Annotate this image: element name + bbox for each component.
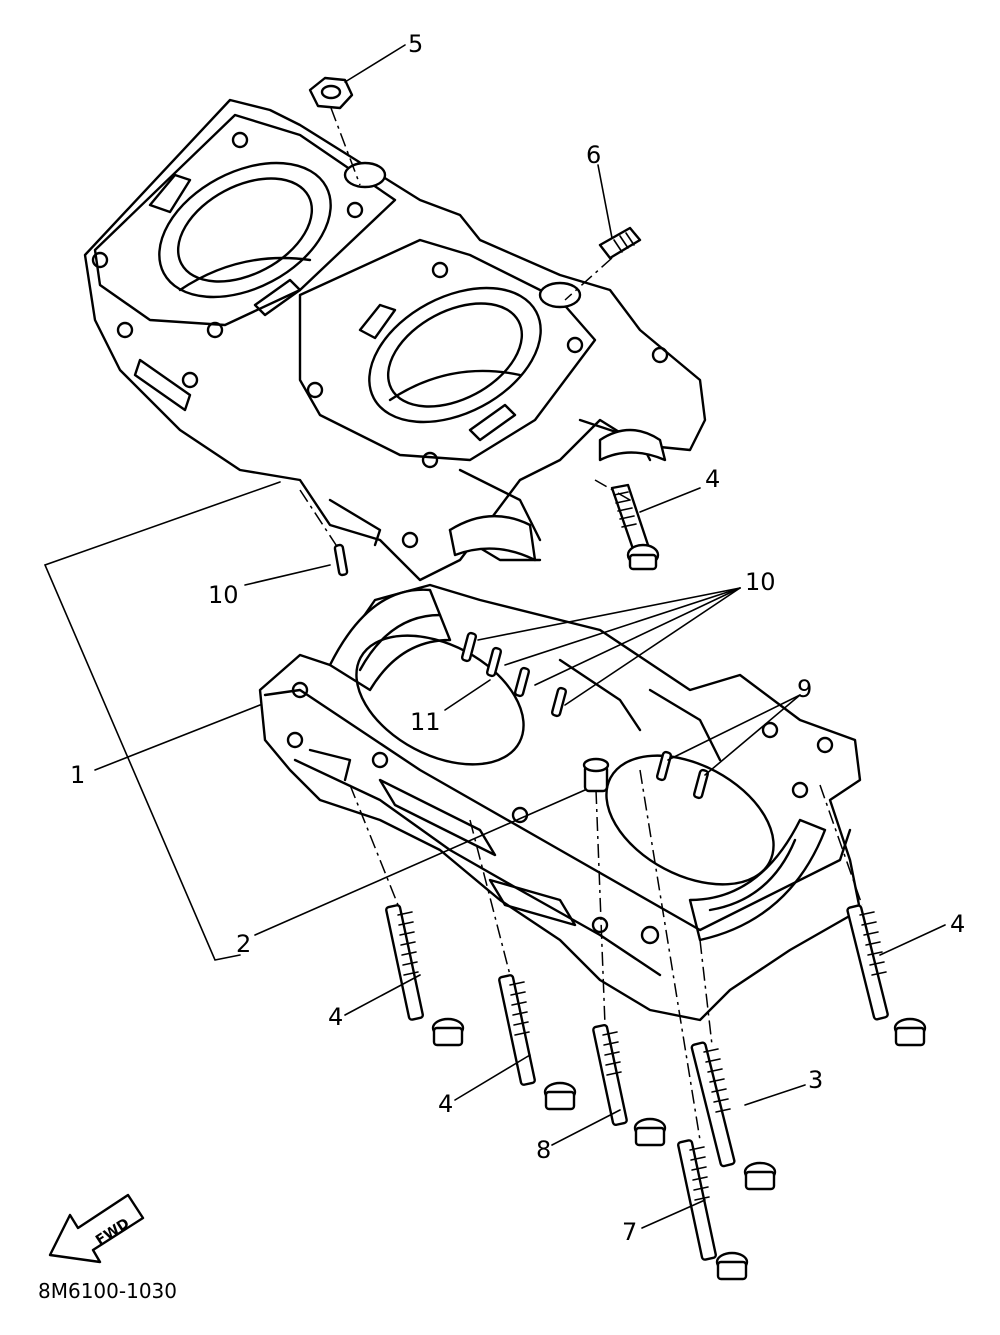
fwd-arrow: FWD: [48, 1193, 145, 1264]
callout-3: 3: [808, 1066, 823, 1094]
callout-4-bottom: 7: [622, 1218, 637, 1246]
callout-2: 2: [236, 930, 251, 958]
callout-4-middle: 4: [438, 1090, 453, 1118]
dowel-pins: [333, 543, 710, 800]
callout-4-right: 4: [950, 910, 965, 938]
bolt-part-4a: [385, 904, 465, 1047]
leader-lines: [43, 44, 946, 1229]
callout-10-left: 10: [208, 581, 239, 609]
bolt-part-4b: [498, 974, 577, 1111]
callout-labels: 5 6 4 10 10 11 9 1 2 4 4 4 8 3 7: [70, 30, 965, 1246]
callout-9: 9: [797, 675, 812, 703]
callout-11: 11: [410, 708, 441, 736]
bolt-part-4d: [846, 904, 927, 1047]
bolt-part-5: [592, 1023, 667, 1147]
lower-crankcase: [258, 583, 862, 1022]
callout-4-left: 4: [328, 1003, 343, 1031]
alignment-lines: [299, 107, 863, 1141]
callout-10-right: 10: [745, 568, 776, 596]
callout-5: 8: [536, 1136, 551, 1164]
callout-1: 1: [70, 761, 85, 789]
callout-7: 5: [408, 30, 423, 58]
bolt-part-3: [690, 1041, 777, 1191]
bolt-part-6: [610, 483, 660, 571]
callout-6: 4: [705, 465, 720, 493]
part-code: 8M6100-1030: [38, 1279, 177, 1303]
upper-crankcase: [83, 98, 707, 582]
nut-part-7: [308, 76, 354, 110]
plug-part-8: [598, 226, 642, 260]
callout-8: 6: [586, 141, 601, 169]
bolt-part-4c: [677, 1139, 749, 1281]
